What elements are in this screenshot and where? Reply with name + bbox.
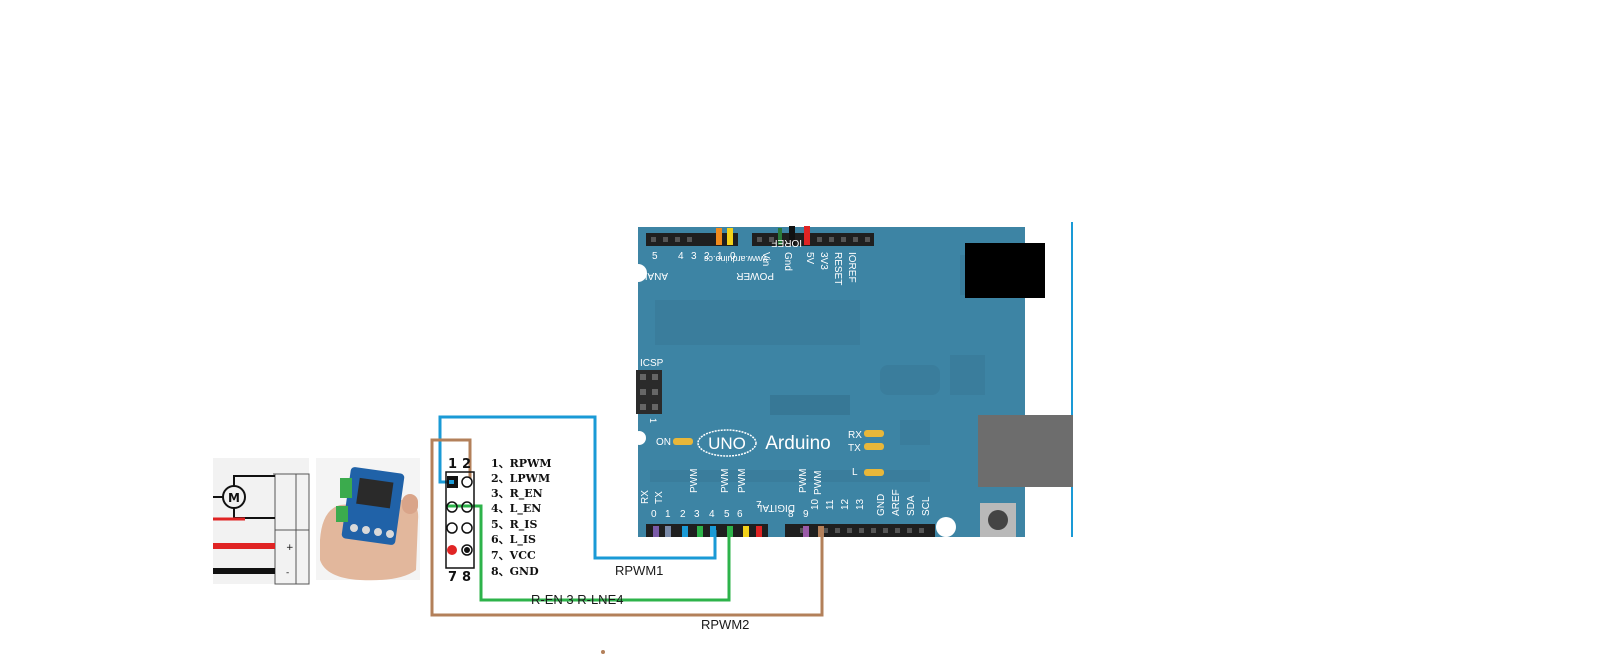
led-rx-label: RX <box>848 430 862 441</box>
digital-pin-label: 11 <box>825 499 836 510</box>
wire-ren <box>446 504 731 602</box>
label-ioref: IOREF <box>771 237 802 248</box>
wire-stub-green <box>778 228 782 245</box>
driver-pin-label: 1、RPWM <box>491 457 552 470</box>
bottom-header <box>646 524 935 537</box>
pwm-label: PWM <box>737 469 748 493</box>
wires <box>430 415 824 617</box>
digital-pin-label: GND <box>876 494 887 516</box>
driver-pin-label: 5、R_IS <box>491 518 537 532</box>
on-label: ON <box>656 437 671 448</box>
driver-pin-label: 4、L_EN <box>491 502 541 516</box>
plus-label: + <box>286 543 294 553</box>
wire-rpwm1 <box>438 415 717 560</box>
model-uno: UNO <box>708 434 746 453</box>
analog-pin-label: 2 <box>704 251 710 262</box>
digital-pin-label: 5 <box>724 509 730 520</box>
digital-pin-label: SCL <box>921 496 932 516</box>
digital-pin-label: SDA <box>906 495 917 516</box>
minus-label: - <box>286 568 289 578</box>
driver-pin-label: 3、R_EN <box>491 487 543 501</box>
label-rpwm1: RPWM1 <box>615 563 663 578</box>
icsp-header: ICSP 1 <box>636 358 664 423</box>
motor-label: M <box>228 491 240 505</box>
power-pin-label: 3V3 <box>818 252 829 270</box>
label-analog-in: ANALOG IN <box>614 270 668 281</box>
icsp-label: ICSP <box>640 358 664 369</box>
power-pin-label: RESET <box>832 252 843 285</box>
power-pin-label: Vin <box>760 252 771 266</box>
label-rpwm2: RPWM2 <box>701 617 749 632</box>
driver-header: 1 2 7 8 1、RPWM 2、LPWM 3、R_EN 4、L_EN 5、R_… <box>445 457 552 585</box>
digital-labels: PWM PWM PWM PWM PWM DIGITAL TX RX <box>640 469 824 513</box>
driver-pin-label: 8、GND <box>491 565 539 578</box>
col-label: 8 <box>462 570 471 585</box>
mounting-hole <box>936 517 956 537</box>
power-pin-label: 5V <box>804 252 815 265</box>
wire-stub-yellow <box>727 228 733 245</box>
led-tx-label: TX <box>848 443 861 454</box>
digital-pin-label: 7 <box>756 500 762 511</box>
arduino-logo: UNO Arduino <box>697 429 831 457</box>
power-pin-label: IOREF <box>846 252 857 283</box>
wire-stub-red <box>804 226 810 245</box>
analog-pin-label: 4 <box>678 251 684 262</box>
motor-schematic: M + - <box>213 458 310 585</box>
digital-pin-label: 0 <box>651 509 657 520</box>
mounting-hole <box>632 431 646 445</box>
col-label: 1 <box>448 457 457 472</box>
power-pin-labels: IOREF RESET 3V3 5V Gnd Vin <box>760 252 857 285</box>
digital-pin-label: 12 <box>840 498 851 510</box>
tx-pin-label: TX <box>654 491 665 504</box>
pwm-label: PWM <box>798 469 809 493</box>
analog-pin-label: 0 <box>730 251 736 262</box>
digital-pin-label: 8 <box>788 509 794 520</box>
arduino-wordmark: Arduino <box>765 433 831 454</box>
pwm-label: PWM <box>689 469 700 493</box>
rx-pin-label: RX <box>640 490 651 504</box>
analog-pin-label: 3 <box>691 251 697 262</box>
digital-pin-label: 6 <box>737 509 743 520</box>
digital-pin-label: 10 <box>810 498 821 510</box>
digital-pin-label: 4 <box>709 509 715 520</box>
label-power: POWER <box>736 270 774 281</box>
col-label: 2 <box>462 457 471 472</box>
digital-pin-label: AREF <box>891 489 902 516</box>
icsp-pin-one: 1 <box>648 418 658 423</box>
dc-jack <box>965 243 1045 298</box>
digital-pin-label: 9 <box>803 509 809 520</box>
analog-pin-label: 1 <box>717 251 723 262</box>
stray-dot <box>601 650 605 654</box>
driver-pin-label: 7、VCC <box>491 549 536 562</box>
analog-pin-label: 5 <box>652 251 658 262</box>
wire-rpwm2 <box>430 438 824 617</box>
power-pin-label: Gnd <box>782 252 793 271</box>
label-ren: R-EN 3 R-LNE4 <box>531 592 623 607</box>
driver-board-photo <box>316 458 420 581</box>
status-leds: RX TX L <box>848 430 884 478</box>
on-led: ON <box>656 437 693 448</box>
led-l-label: L <box>852 467 858 478</box>
digital-label: DIGITAL <box>756 502 795 513</box>
label-url: www.arduino.cc <box>703 254 768 264</box>
driver-pin-label: 2、LPWM <box>491 472 550 485</box>
pwm-label: PWM <box>720 469 731 493</box>
digital-pin-label: 2 <box>680 509 686 520</box>
col-label: 7 <box>448 570 457 585</box>
analog-pin-numbers: 0 1 2 3 4 5 <box>652 251 736 262</box>
top-labels: IOREF ANALOG IN POWER www.arduino.cc <box>614 237 802 281</box>
arduino-board: IOREF ANALOG IN POWER www.arduino.cc 0 1… <box>614 222 1073 537</box>
pwm-label: PWM <box>813 471 824 495</box>
usb-port <box>978 415 1073 487</box>
driver-pin-label: 6、L_IS <box>491 533 536 547</box>
wire-stub-black <box>789 226 795 245</box>
digital-pin-label: 13 <box>855 498 866 510</box>
digital-pin-label: 3 <box>694 509 700 520</box>
digital-pin-numbers: 0 1 2 3 4 5 6 7 8 9 10 11 12 13 GND AREF… <box>651 489 932 520</box>
wire-stub-orange <box>716 228 722 245</box>
mounting-hole <box>629 264 647 282</box>
top-header <box>646 226 874 246</box>
digital-pin-label: 1 <box>665 509 671 520</box>
